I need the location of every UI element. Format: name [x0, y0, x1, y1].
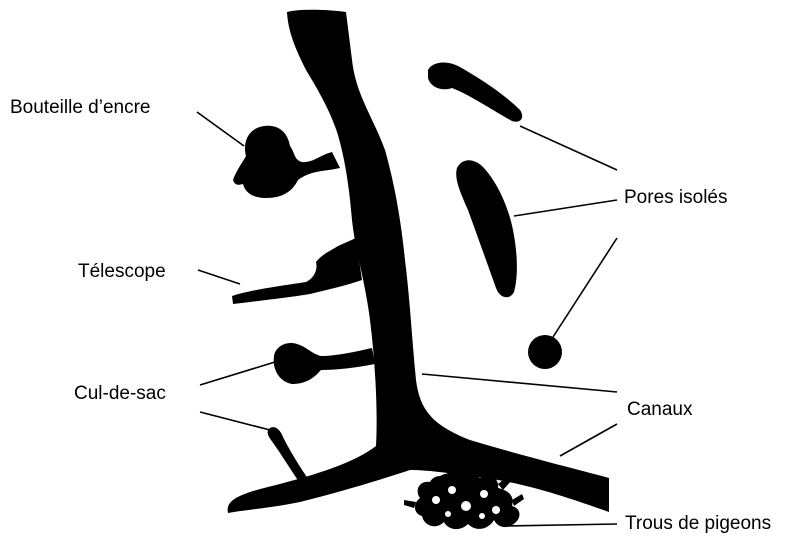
leader-dead-end-b: [200, 412, 270, 430]
main-channel-trunk: [228, 10, 609, 513]
leader-pigeon-holes: [503, 524, 617, 526]
label-channels: Canaux: [627, 400, 693, 419]
leader-pores-a: [520, 126, 617, 170]
label-dead-end: Cul-de-sac: [74, 384, 166, 403]
leader-ink-bottle: [197, 112, 244, 146]
isolated-pore-round: [528, 335, 562, 369]
leader-telescope: [198, 270, 240, 284]
leader-pores-c: [553, 238, 617, 337]
leader-channels-a: [422, 374, 617, 392]
label-pigeon-holes: Trous de pigeons: [625, 514, 771, 533]
label-isolated-pores: Pores isolés: [624, 188, 728, 207]
label-ink-bottle: Bouteille d’encre: [10, 98, 150, 117]
isolated-pore-middle: [456, 160, 517, 297]
telescope-pore: [232, 238, 362, 304]
isolated-pore-top: [428, 63, 522, 122]
leader-channels-b: [560, 424, 617, 456]
leader-pores-b: [514, 200, 617, 216]
dead-end-pore: [274, 343, 375, 384]
label-telescope: Télescope: [78, 262, 166, 281]
ink-bottle-pore: [233, 126, 340, 198]
leader-dead-end-a: [200, 362, 275, 385]
pigeon-holes-cluster: [404, 472, 524, 529]
